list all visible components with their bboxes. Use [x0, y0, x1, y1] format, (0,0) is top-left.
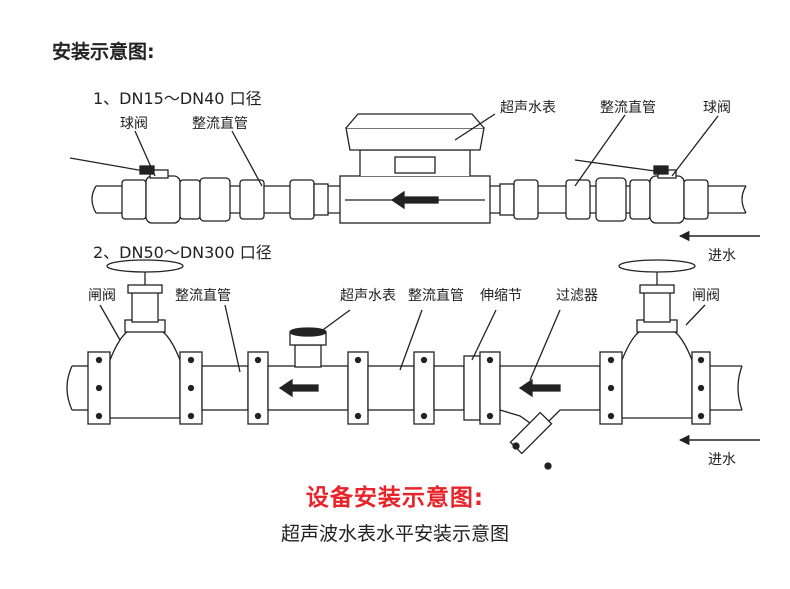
- fitting-left-1: [199, 177, 231, 222]
- label-straight-pipe-right-1: 整流直管: [600, 99, 656, 116]
- ultrasonic-meter-large: [247, 327, 369, 425]
- ball-valve-right: [574, 159, 709, 224]
- label-ball-valve-right: 球阀: [703, 100, 731, 116]
- label-filter: 过滤器: [556, 288, 598, 304]
- footer-subtitle: 超声波水表水平安装示意图: [280, 523, 509, 545]
- section1: 1、DN15～DN40 口径: [69, 89, 760, 242]
- y-filter: [499, 365, 601, 470]
- page-heading: 安装示意图:: [52, 40, 155, 63]
- ball-valve-left: [69, 157, 201, 224]
- fitting-left-3: [289, 179, 315, 220]
- label-expansion-joint: 伸缩节: [480, 288, 522, 304]
- gate-valve-right: [599, 259, 711, 425]
- label-inlet-1: 进水: [708, 248, 736, 264]
- expansion-joint: [413, 351, 501, 425]
- ultrasonic-meter-small: [339, 113, 491, 224]
- label-meter-1: 超声水表: [500, 100, 556, 116]
- fitting-right-4: [595, 177, 627, 222]
- section1-title: 1、DN15～DN40 口径: [93, 89, 262, 108]
- fitting-right-3: [565, 179, 591, 220]
- fitting-right-1: [499, 183, 515, 216]
- gate-valve-left: [87, 259, 203, 425]
- straight-pipe-left-2: [201, 365, 249, 411]
- straight-pipe-right-2: [367, 365, 415, 411]
- label-straight-pipe-right-2: 整流直管: [408, 287, 464, 304]
- fitting-left-2: [239, 179, 265, 220]
- label-straight-pipe-left-2: 整流直管: [175, 287, 231, 304]
- fitting-left-4: [313, 183, 329, 216]
- footer-title: 设备安装示意图:: [305, 485, 485, 511]
- label-ball-valve-left: 球阀: [120, 116, 148, 132]
- label-gate-valve-left: 闸阀: [88, 288, 116, 304]
- label-straight-pipe-left-1: 整流直管: [192, 115, 248, 132]
- label-gate-valve-right: 闸阀: [692, 288, 720, 304]
- label-inlet-2: 进水: [708, 452, 736, 468]
- section2: 2、DN50～DN300 口径: [66, 243, 760, 470]
- label-meter-2: 超声水表: [340, 288, 396, 304]
- section2-title: 2、DN50～DN300 口径: [93, 243, 272, 262]
- fitting-right-2: [513, 179, 539, 220]
